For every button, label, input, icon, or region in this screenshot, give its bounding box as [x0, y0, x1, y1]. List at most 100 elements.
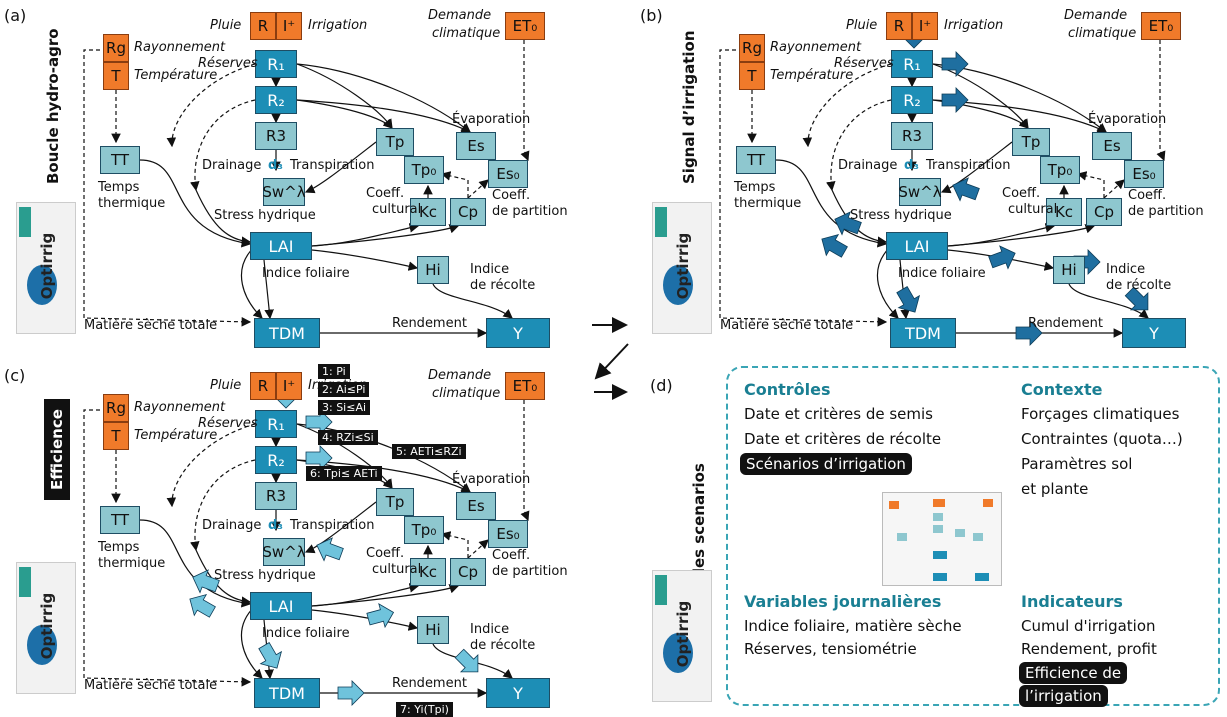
connector-a-16	[467, 179, 489, 199]
node-r2: R₂	[891, 86, 933, 114]
label-climatique: climatique	[432, 386, 501, 401]
efficiency-arrow-3	[192, 569, 220, 594]
node-tp: Tp	[1012, 128, 1050, 156]
label-drainage: Drainage	[202, 158, 262, 173]
label-evaporation: Évaporation	[1088, 112, 1167, 127]
node-hi: Hi	[1053, 256, 1085, 284]
panel-d-letter: (d)	[650, 376, 673, 395]
label-rendement: Rendement	[392, 676, 467, 691]
connector-a-2	[296, 63, 471, 133]
label-partition: de partition	[492, 564, 568, 579]
node-cp: Cp	[450, 558, 486, 586]
condition-tag-t2: 2: Ai≤Pi	[318, 382, 370, 397]
node-es0: Es₀	[488, 160, 528, 188]
label-de-recolte: de récolte	[470, 278, 536, 293]
connector-c-4	[296, 423, 393, 489]
label-partition: de partition	[492, 204, 568, 219]
connector-c-9	[83, 409, 252, 687]
optirrig-logo: Optirrig	[652, 570, 712, 702]
label-temperature: Température	[134, 428, 218, 443]
node-cp: Cp	[1086, 198, 1122, 226]
condition-tag-t7: 7: Yi(Tpi)	[396, 702, 453, 717]
logo-text: Optirrig	[674, 600, 692, 668]
label-indice-foliaire: Indice foliaire	[262, 266, 350, 281]
node-et0: ET₀	[1141, 12, 1181, 40]
connector-b-11	[802, 63, 892, 148]
node-r1: R₁	[255, 410, 297, 438]
efficiency-arrow-6	[258, 642, 283, 669]
signal-arrow-10	[1124, 286, 1149, 311]
connector-b-22	[876, 245, 899, 319]
connector-b-13	[940, 141, 1013, 194]
node-sw: Sw^λ	[898, 178, 942, 206]
condition-tag-t5: 5: AETi≤RZi	[392, 444, 466, 459]
condition-tag-t1: 1: Pi	[318, 364, 350, 379]
node-r: R	[250, 372, 276, 400]
optirrig-logo-b: Optirrig	[652, 202, 712, 334]
signal-arrow-2	[941, 87, 969, 113]
node-rg: Rg	[103, 394, 129, 422]
label-rayonnement: Rayonnement	[770, 40, 862, 55]
node-y: Y	[486, 678, 550, 708]
node-r1: R₁	[891, 50, 933, 78]
connector-a-20	[432, 283, 513, 319]
label-cultural: cultural	[372, 562, 422, 577]
label-matiere: Matière sèche totale	[84, 318, 218, 333]
connector-a-9	[83, 49, 252, 327]
label-temps: Temps	[98, 180, 140, 195]
efficiency-arrow-4	[316, 537, 344, 562]
label-coeff: Coeff.	[1002, 186, 1041, 201]
logo-text: Optirrig	[38, 592, 56, 660]
connector-b-15	[1076, 171, 1105, 198]
connector-a-23	[263, 259, 274, 320]
label-partition: de partition	[1128, 204, 1204, 219]
node-es0: Es₀	[1124, 160, 1164, 188]
label-rendement: Rendement	[1028, 316, 1103, 331]
connector-b-16	[1103, 179, 1125, 199]
condition-tag-t6: 6: Tpi≤ AETi	[306, 466, 382, 481]
d3-label: d₃	[268, 518, 283, 533]
node-r: R	[250, 12, 276, 40]
d3-label: d₃	[904, 158, 919, 173]
label-transpiration: Transpiration	[290, 518, 375, 533]
node-r3: R3	[255, 482, 297, 510]
node-cp: Cp	[450, 198, 486, 226]
contexte-heading: Contexte	[1021, 380, 1103, 399]
label-indice: Indice	[1106, 262, 1146, 277]
label-coeff: Coeff.	[366, 546, 405, 561]
indicateurs-heading: Indicateurs	[1021, 592, 1123, 611]
connector-c-18	[311, 584, 460, 607]
node-y: Y	[1122, 318, 1186, 348]
signal-arrow-7	[988, 245, 1016, 270]
node-tp: Tp	[376, 128, 414, 156]
signal-arrow-3	[834, 211, 862, 236]
node-i: I⁺	[276, 372, 302, 400]
label-cultural: cultural	[1008, 202, 1058, 217]
signal-arrow-5	[821, 233, 848, 258]
label-reserves: Réserves	[198, 56, 258, 71]
node-y: Y	[486, 318, 550, 348]
label-drainage: Drainage	[838, 158, 898, 173]
label-temperature: Température	[134, 68, 218, 83]
node-lai: LAI	[250, 232, 312, 260]
label-stress: Stress hydrique	[214, 208, 316, 223]
panel-c-letter: (c)	[4, 366, 26, 385]
label-temps: Temps	[98, 540, 140, 555]
connector-c-10	[139, 519, 252, 608]
node-t: T	[103, 422, 129, 450]
connector-b-12	[826, 99, 892, 192]
variables-heading: Variables journalières	[744, 592, 942, 611]
node-tt: TT	[100, 506, 140, 534]
efficiency-arrow-2	[305, 445, 333, 471]
label-rendement: Rendement	[392, 316, 467, 331]
node-rg: Rg	[739, 34, 765, 62]
variables-item-2: Réserves, tensiométrie	[744, 640, 917, 658]
signal-arrow-6	[896, 286, 921, 313]
node-r2: R₂	[255, 86, 297, 114]
connector-b-20	[1068, 283, 1149, 319]
label-demande: Demande	[428, 368, 492, 383]
connector-c-7	[520, 400, 530, 522]
node-tdm: TDM	[890, 318, 956, 348]
connector-a-15	[440, 171, 469, 198]
label-indice: Indice	[470, 622, 510, 637]
